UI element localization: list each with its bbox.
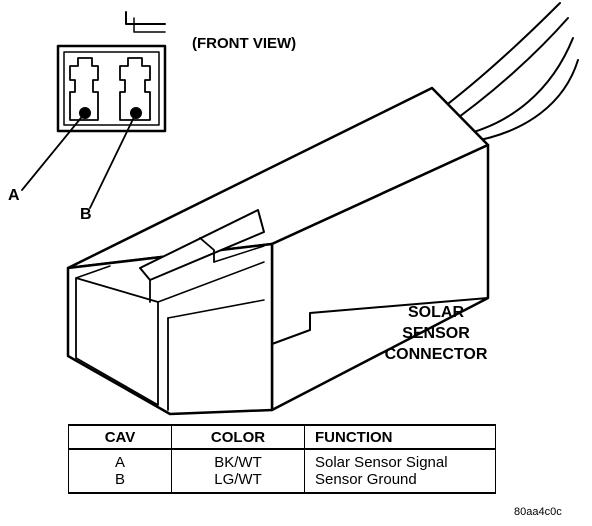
cavity-b-label: B xyxy=(80,206,92,223)
cavity-b-outline xyxy=(119,57,151,121)
cell-function: Sensor Ground xyxy=(304,471,496,494)
cell-function: Solar Sensor Signal xyxy=(304,449,496,471)
cell-cav: A xyxy=(68,449,172,471)
leader-line-b xyxy=(89,112,137,209)
cavity-a-outline xyxy=(69,57,99,121)
reference-code: 80aa4c0c xyxy=(514,506,562,518)
connector-label-line-1: SOLAR xyxy=(408,304,464,321)
cavity-a-label: A xyxy=(8,187,20,204)
header-color: COLOR xyxy=(171,424,305,450)
header-function: FUNCTION xyxy=(304,424,496,450)
connector-name-label: SOLAR SENSOR CONNECTOR xyxy=(368,302,504,365)
connector-label-line-2: SENSOR xyxy=(402,325,470,342)
cell-cav: B xyxy=(68,471,172,494)
connector-label-line-3: CONNECTOR xyxy=(384,346,488,363)
front-view-label: (FRONT VIEW) xyxy=(192,35,297,52)
front-view-inset xyxy=(21,11,167,209)
cell-color: BK/WT xyxy=(171,449,305,471)
table-header-row: CAV COLOR FUNCTION xyxy=(68,424,496,450)
cell-color: LG/WT xyxy=(171,471,305,494)
header-cav: CAV xyxy=(68,424,172,450)
pinout-table: CAV COLOR FUNCTION A BK/WT Solar Sensor … xyxy=(68,424,496,494)
table-row: B LG/WT Sensor Ground xyxy=(68,471,496,494)
connector-body xyxy=(66,86,490,416)
table-row: A BK/WT Solar Sensor Signal xyxy=(68,449,496,471)
leader-line-a xyxy=(21,112,86,191)
